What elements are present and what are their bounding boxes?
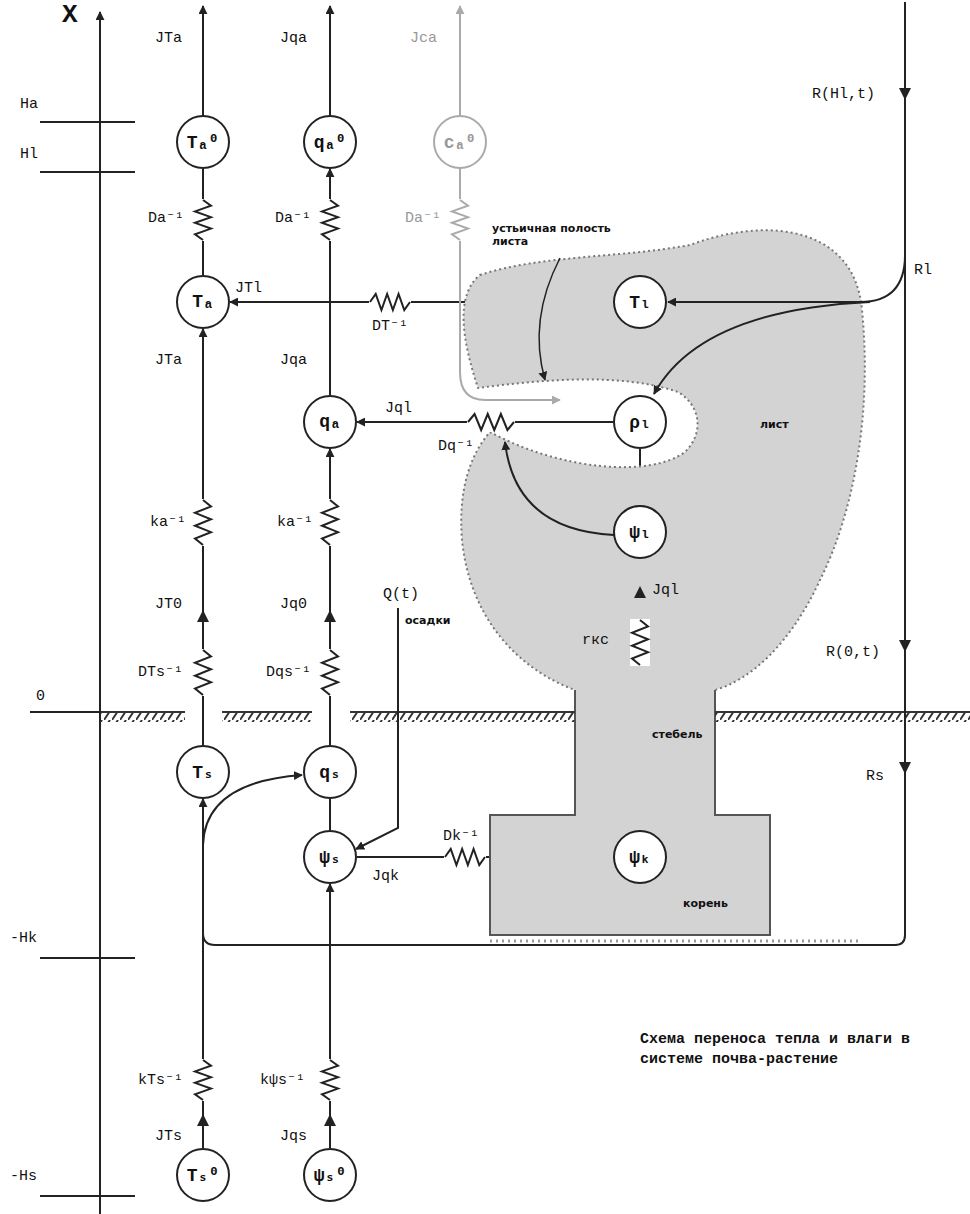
diagram-label: устьичная полость листа: [492, 222, 614, 248]
root-ground: [490, 940, 860, 943]
air-co2-line: [460, 6, 560, 400]
variable-name: ψₛ⁰: [314, 1164, 346, 1186]
diagram-label: Da⁻¹: [275, 208, 311, 227]
diagram-label: JTa: [155, 352, 182, 369]
diagram-label: Dk⁻¹: [443, 826, 479, 845]
state-circle: qₐ⁰: [303, 115, 357, 169]
diagram-label: kTs⁻¹: [138, 1070, 183, 1089]
diagram-label: Jqk: [372, 868, 399, 885]
diagram-label: JTl: [235, 280, 262, 297]
ground-surface: [100, 712, 970, 722]
diagram-label: JTa: [155, 30, 182, 47]
state-circle: ρₗ: [613, 395, 667, 449]
diagram-label: Jq0: [280, 596, 307, 613]
diagram-label: R(0,t): [826, 644, 880, 661]
variable-name: ρₗ: [629, 411, 651, 433]
diagram-label: -Hk: [10, 930, 37, 947]
diagram-label: JTs: [155, 1128, 182, 1145]
diagram-label: Dq⁻¹: [438, 436, 474, 455]
diagram-label: Da⁻¹: [405, 208, 441, 227]
diagram-label: стебель: [652, 728, 703, 741]
diagram-label: Dqs⁻¹: [266, 662, 311, 681]
diagram-label: Jql: [652, 582, 679, 599]
diagram-label: R(Hl,t): [812, 86, 875, 103]
variable-name: ψₛ: [319, 846, 341, 868]
flux-lines: [203, 2, 905, 945]
variable-name: qₐ: [319, 412, 341, 432]
diagram-label: -Hs: [10, 1168, 37, 1185]
diagram-label: Q(t): [383, 586, 419, 603]
variable-name: ψₗ: [629, 521, 651, 543]
state-circle: cₐ⁰: [433, 115, 487, 169]
resistor-symbols: [193, 199, 650, 1101]
flow-arrowheads: [197, 88, 911, 1126]
connector: [329, 884, 331, 1148]
variable-name: Tₗ: [629, 291, 651, 313]
diagram-label: DT⁻¹: [372, 316, 408, 335]
diagram-label: ka⁻¹: [277, 512, 313, 531]
caption: Схема переноса тепла и влаги в системе п…: [640, 1030, 940, 1071]
state-circle: qₐ: [303, 395, 357, 449]
connector: [329, 449, 331, 745]
variable-name: Tₐ: [192, 292, 214, 312]
diagram-label: Jqs: [280, 1128, 307, 1145]
diagram-label: Rl: [914, 262, 932, 279]
state-circle: qₛ: [303, 745, 357, 799]
state-circle: Tₛ⁰: [176, 1148, 230, 1202]
axis: [30, 12, 135, 1214]
state-circle: ψₛ: [303, 830, 357, 884]
diagram-label: осадки: [405, 614, 451, 627]
state-circle: ψₖ: [613, 830, 667, 884]
variable-name: qₛ: [319, 761, 341, 783]
state-circle: ψₗ: [613, 505, 667, 559]
diagram-label: Hl: [20, 146, 38, 163]
diagram-label: Jqa: [280, 30, 307, 47]
connector: [329, 799, 331, 830]
variable-name: ψₖ: [629, 846, 651, 868]
diagram-label: rкс: [582, 632, 609, 649]
diagram-label: Ha: [20, 96, 38, 113]
diagram-label: лист: [760, 418, 789, 431]
plant-body: [461, 230, 865, 935]
diagram-label: ka⁻¹: [150, 512, 186, 531]
diagram-label: Rs: [866, 768, 884, 785]
state-circle: Tₛ: [176, 745, 230, 799]
state-circle: Tₗ: [613, 275, 667, 329]
diagram-label: корень: [683, 897, 728, 910]
diagram-label: 0: [36, 688, 45, 705]
variable-name: cₐ⁰: [444, 131, 476, 153]
diagram-label: Da⁻¹: [148, 208, 184, 227]
diagram-label: Jql: [385, 400, 412, 417]
diagram-label: kψs⁻¹: [260, 1070, 305, 1089]
diagram-label: Jca: [410, 30, 437, 47]
variable-name: Tₛ⁰: [187, 1164, 219, 1186]
variable-name: Tₛ: [192, 761, 214, 783]
variable-name: Tₐ⁰: [187, 131, 219, 153]
variable-name: qₐ⁰: [314, 131, 346, 153]
stem-root-outline: [490, 690, 770, 935]
diagram-label: JT0: [155, 596, 182, 613]
diagram-label: X: [62, 0, 78, 30]
state-circle: ψₛ⁰: [303, 1148, 357, 1202]
diagram-label: Jqa: [280, 352, 307, 369]
state-circle: Tₐ⁰: [176, 115, 230, 169]
diagram-label: DTs⁻¹: [138, 662, 183, 681]
state-circle: Tₐ: [176, 275, 230, 329]
